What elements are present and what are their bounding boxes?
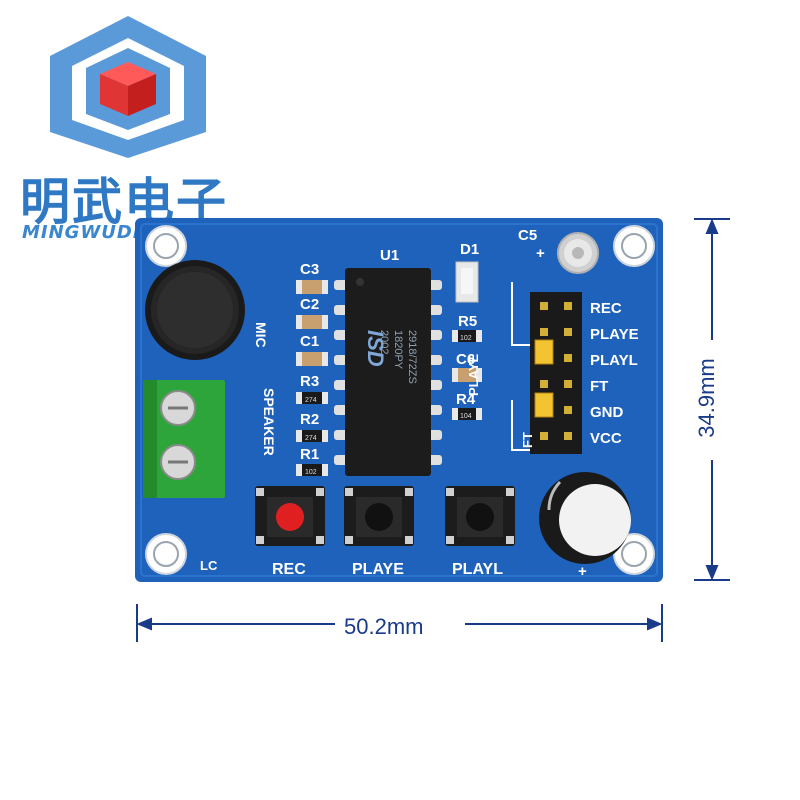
- smd-c3: [296, 280, 328, 294]
- label-c1: C1: [300, 333, 319, 350]
- label-ft-vertical: FT: [520, 432, 535, 448]
- button-playl-body: [445, 486, 515, 546]
- dimension-width-label: 50.2mm: [340, 614, 428, 640]
- chip-text-1: 1820PY: [392, 330, 404, 370]
- mount-hole-bl: [145, 533, 187, 575]
- chip-logo: ISD: [363, 330, 388, 367]
- capacitor-c5: [557, 232, 599, 274]
- label-c6: C6: [456, 351, 475, 368]
- capacitor-large: [539, 472, 631, 564]
- label-c3: C3: [300, 261, 319, 278]
- label-c2: C2: [300, 296, 319, 313]
- header-label-2: PLAYL: [590, 352, 638, 369]
- header-label-1: PLAYE: [590, 326, 639, 343]
- header-label-5: VCC: [590, 430, 622, 447]
- smd-r4: [452, 408, 482, 420]
- mount-hole-br: [613, 533, 655, 575]
- button-rec-body: [255, 486, 325, 546]
- value-r5: 102: [460, 335, 472, 342]
- header-label-0: REC: [590, 300, 622, 317]
- value-r2: 274: [305, 435, 317, 442]
- label-speaker: SPEAKER: [261, 388, 277, 456]
- smd-r5: [452, 330, 482, 342]
- chip-text-2: 2002: [378, 330, 390, 354]
- smd-c6: [452, 368, 482, 382]
- value-r3: 274: [305, 397, 317, 404]
- button-label-playl: PLAYL: [452, 561, 503, 578]
- brand-logo: [38, 10, 218, 160]
- mount-hole-tl: [145, 225, 187, 267]
- speaker-terminal: [143, 380, 225, 498]
- label-r4: R4: [456, 391, 476, 408]
- label-r1: R1: [300, 446, 319, 463]
- button-label-playe: PLAYE: [352, 561, 404, 578]
- ic-chip: [334, 268, 442, 476]
- label-u1: U1: [380, 247, 399, 264]
- dimension-height: [694, 218, 730, 581]
- label-playe-vertical: PLAYE: [466, 354, 481, 396]
- mount-hole-tr: [613, 225, 655, 267]
- header-label-3: FT: [590, 378, 608, 395]
- smd-c1: [296, 352, 328, 366]
- label-lc: LC: [200, 558, 218, 573]
- label-d1: D1: [460, 241, 479, 258]
- chip-text-3: 2918/72ZS: [406, 330, 418, 384]
- label-r3: R3: [300, 373, 319, 390]
- smd-r2: [296, 430, 328, 442]
- dimension-width: [136, 604, 663, 642]
- button-label-rec: REC: [272, 561, 306, 578]
- plus-top: +: [536, 245, 545, 262]
- label-r5: R5: [458, 313, 477, 330]
- label-c5: C5: [518, 227, 537, 244]
- microphone: [145, 260, 245, 360]
- smd-c2: [296, 315, 328, 329]
- button-playe-body: [344, 486, 414, 546]
- smd-r1: [296, 464, 328, 476]
- dimension-height-label: 34.9mm: [694, 349, 720, 447]
- value-r1: 102: [305, 469, 317, 476]
- header-label-4: GND: [590, 404, 624, 421]
- smd-r3: [296, 392, 328, 404]
- label-r2: R2: [300, 411, 319, 428]
- led-d1: [455, 261, 479, 303]
- value-r4: 104: [460, 413, 472, 420]
- label-mic: MIC: [253, 322, 269, 348]
- cube-logo-icon: [50, 16, 206, 158]
- plus-bottom: +: [578, 563, 587, 580]
- pin-header: [530, 292, 582, 454]
